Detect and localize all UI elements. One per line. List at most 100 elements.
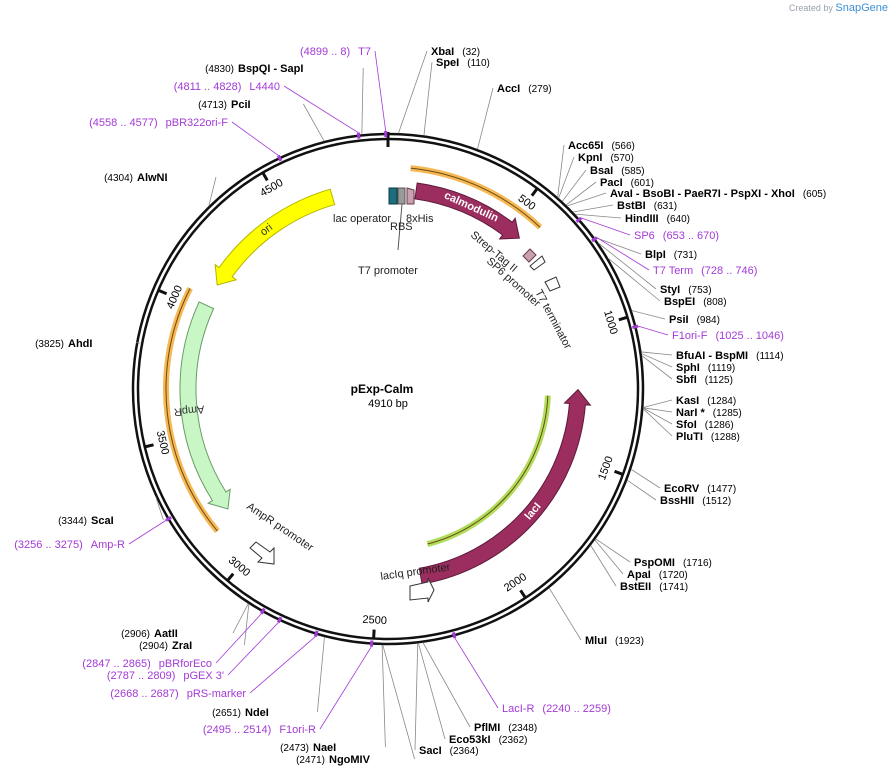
calmodulin-arrow: [414, 182, 520, 240]
primer-range: (2787 .. 2809): [107, 670, 176, 682]
site-leader: [593, 236, 642, 255]
site-position: (2471): [296, 755, 325, 766]
enzyme-name: MluI: [585, 635, 607, 647]
site-leader: [317, 636, 325, 713]
enzyme-name: PspOMI: [634, 557, 675, 569]
site-leader: [641, 351, 673, 356]
tick-2000: [519, 589, 527, 599]
enzyme-name: NgoMIV: [329, 754, 371, 766]
enzyme-name: SpeI: [436, 57, 459, 69]
enzyme-name: BspQI - SapI: [238, 63, 303, 75]
primer-leader: [249, 636, 316, 694]
primer-mark: [277, 616, 283, 624]
site-leader: [574, 213, 622, 219]
primer-range: (2240 .. 2259): [542, 703, 611, 715]
primer-range: (2668 .. 2687): [110, 688, 179, 700]
site-position: (1512): [702, 496, 731, 507]
primer-range: (4811 .. 4828): [174, 81, 242, 93]
calm-orf-highlight-line: [410, 167, 541, 228]
site-leader: [595, 538, 631, 563]
primer-leader: [580, 217, 631, 236]
enzyme-name: AatII: [154, 628, 178, 640]
site-leader: [414, 643, 419, 751]
site-leader: [423, 61, 433, 136]
enzyme-name: BlpI: [645, 249, 666, 261]
lac-operator-box: [388, 187, 398, 205]
primer-name: Amp-R: [91, 539, 125, 551]
snapgene-credit: Created by SnapGene: [789, 2, 888, 14]
enzyme-name: Eco53kI: [449, 734, 491, 746]
site-position: (808): [703, 297, 726, 308]
primer-range: (728 .. 746): [701, 265, 757, 277]
ori-arrow: [214, 188, 336, 286]
site-position: (1923): [615, 636, 644, 647]
site-position: (1716): [683, 558, 712, 569]
site-leader: [244, 603, 250, 646]
primer-leader: [374, 50, 387, 132]
primer-name: T7: [358, 46, 371, 58]
site-leader: [381, 644, 386, 748]
enzyme-name: SfoI: [676, 419, 697, 431]
enzyme-name: Acc65I: [568, 140, 603, 152]
site-leader: [232, 603, 249, 634]
enzyme-name: PacI: [600, 177, 623, 189]
primer-name: pBRforEco: [159, 658, 212, 670]
enzyme-name: EcoRV: [664, 483, 700, 495]
primer-range: (4558 .. 4577): [89, 117, 158, 129]
t7-promoter-label: T7 promoter: [358, 265, 418, 277]
site-leader: [572, 204, 614, 213]
site-position: (1114): [756, 351, 783, 362]
tick-1500: [613, 469, 624, 476]
site-position: (1119): [708, 363, 735, 374]
enzyme-name: BssHII: [660, 495, 694, 507]
enzyme-name: NdeI: [245, 707, 269, 719]
site-leader: [155, 496, 164, 521]
site-leader: [418, 643, 446, 740]
site-position: (1125): [705, 375, 733, 386]
site-position: (279): [528, 84, 551, 95]
site-leader: [361, 67, 364, 135]
ori-label: ori: [258, 222, 275, 239]
site-leader: [643, 399, 673, 408]
tick-label-1000: 1000: [601, 309, 620, 336]
site-position: (2473): [280, 743, 309, 754]
primer-mark: [277, 154, 283, 162]
leader-lines: [136, 50, 673, 760]
site-position: (32): [462, 47, 480, 58]
site-position: (2651): [212, 708, 241, 719]
site-leader: [382, 644, 415, 760]
site-position: (2906): [121, 629, 150, 640]
site-position: (2348): [508, 723, 537, 734]
tick-label-3000: 3000: [226, 554, 252, 579]
t7-terminator-box: [544, 276, 561, 292]
site-leader: [398, 50, 428, 134]
primer-name: LacI-R: [502, 703, 534, 715]
enzyme-name: HindIII: [625, 213, 659, 225]
site-position: (601): [631, 178, 654, 189]
primer-range: (2495 .. 2514): [203, 724, 272, 736]
enzyme-name: ApaI: [627, 569, 651, 581]
site-position: (570): [610, 153, 633, 164]
enzyme-name: KpnI: [578, 152, 602, 164]
enzyme-name: SacI: [419, 745, 442, 757]
site-position: (585): [621, 166, 644, 177]
site-leader: [642, 408, 673, 437]
site-leader: [643, 407, 673, 425]
site-leader: [641, 353, 673, 368]
tick-3500: [144, 443, 154, 449]
site-leader: [630, 469, 661, 489]
site-leader: [566, 192, 607, 207]
site-position: (110): [467, 58, 490, 69]
tick-label-2500: 2500: [362, 614, 387, 627]
primer-leader: [454, 637, 499, 709]
primer-mark: [591, 236, 598, 243]
enzyme-name: AlwNI: [137, 172, 168, 184]
site-leader: [303, 103, 325, 142]
primer-leader: [231, 121, 279, 156]
site-leader: [422, 642, 471, 728]
site-position: (1286): [705, 420, 734, 431]
enzyme-name: PflMI: [474, 722, 500, 734]
plasmid-name: pExp-Calm: [351, 382, 414, 396]
site-position: (640): [667, 214, 690, 225]
